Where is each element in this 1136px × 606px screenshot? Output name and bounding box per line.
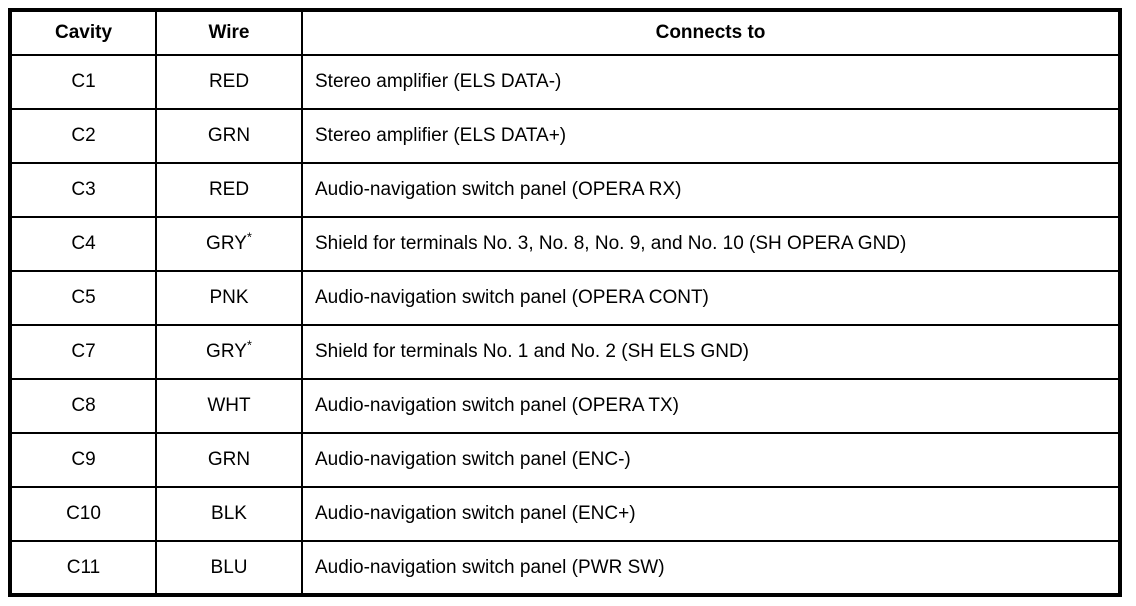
- wire-cell: PNK: [155, 270, 303, 326]
- connects-to-cell: Audio-navigation switch panel (OPERA CON…: [301, 270, 1121, 326]
- wiring-connector-table: Cavity Wire Connects to C1 RED Stereo am…: [8, 8, 1122, 597]
- table-row: C7 GRY* Shield for terminals No. 1 and N…: [9, 324, 1121, 380]
- table-row: C10 BLK Audio-navigation switch panel (E…: [9, 486, 1121, 542]
- wire-cell: GRN: [155, 108, 303, 164]
- wire-cell: GRY*: [155, 216, 303, 272]
- connects-to-cell: Shield for terminals No. 1 and No. 2 (SH…: [301, 324, 1121, 380]
- wire-cell: WHT: [155, 378, 303, 434]
- wire-code: PNK: [209, 287, 249, 309]
- column-header-cavity: Cavity: [9, 9, 157, 56]
- wire-cell: RED: [155, 54, 303, 110]
- column-header-wire: Wire: [155, 9, 303, 56]
- table-row: C9 GRN Audio-navigation switch panel (EN…: [9, 432, 1121, 488]
- wire-code: GRN: [207, 449, 251, 471]
- cavity-cell: C2: [9, 108, 157, 164]
- connects-to-cell: Audio-navigation switch panel (OPERA RX): [301, 162, 1121, 218]
- wire-cell: RED: [155, 162, 303, 218]
- cavity-cell: C3: [9, 162, 157, 218]
- table-row: C3 RED Audio-navigation switch panel (OP…: [9, 162, 1121, 218]
- connects-to-cell: Audio-navigation switch panel (PWR SW): [301, 540, 1121, 596]
- wire-cell: BLU: [155, 540, 303, 596]
- wire-cell: BLK: [155, 486, 303, 542]
- wire-code: BLK: [211, 503, 247, 525]
- connects-to-cell: Stereo amplifier (ELS DATA+): [301, 108, 1121, 164]
- column-header-connects-to: Connects to: [301, 9, 1121, 56]
- cavity-cell: C11: [9, 540, 157, 596]
- table-row: C11 BLU Audio-navigation switch panel (P…: [9, 540, 1121, 596]
- cavity-cell: C10: [9, 486, 157, 542]
- connects-to-cell: Audio-navigation switch panel (ENC-): [301, 432, 1121, 488]
- wire-code: WHT: [207, 395, 251, 417]
- wire-code: GRY: [206, 341, 247, 363]
- connects-to-cell: Stereo amplifier (ELS DATA-): [301, 54, 1121, 110]
- wire-cell: GRY*: [155, 324, 303, 380]
- wire-code: GRY: [206, 233, 247, 255]
- cavity-cell: C4: [9, 216, 157, 272]
- wire-footnote-marker: *: [246, 229, 252, 245]
- wire-cell: GRN: [155, 432, 303, 488]
- connects-to-cell: Audio-navigation switch panel (OPERA TX): [301, 378, 1121, 434]
- wire-code: BLU: [210, 556, 248, 578]
- table-row: C2 GRN Stereo amplifier (ELS DATA+): [9, 108, 1121, 164]
- cavity-cell: C8: [9, 378, 157, 434]
- table-row: C5 PNK Audio-navigation switch panel (OP…: [9, 270, 1121, 326]
- wire-code: GRN: [207, 125, 251, 147]
- wire-code: RED: [208, 71, 250, 93]
- table-row: C8 WHT Audio-navigation switch panel (OP…: [9, 378, 1121, 434]
- connects-to-cell: Audio-navigation switch panel (ENC+): [301, 486, 1121, 542]
- table-row: C4 GRY* Shield for terminals No. 3, No. …: [9, 216, 1121, 272]
- table-row: C1 RED Stereo amplifier (ELS DATA-): [9, 54, 1121, 110]
- wire-footnote-marker: *: [246, 337, 252, 353]
- cavity-cell: C1: [9, 54, 157, 110]
- cavity-cell: C9: [9, 432, 157, 488]
- table-header-row: Cavity Wire Connects to: [9, 9, 1121, 56]
- connects-to-cell: Shield for terminals No. 3, No. 8, No. 9…: [301, 216, 1121, 272]
- cavity-cell: C5: [9, 270, 157, 326]
- cavity-cell: C7: [9, 324, 157, 380]
- wire-code: RED: [208, 179, 250, 201]
